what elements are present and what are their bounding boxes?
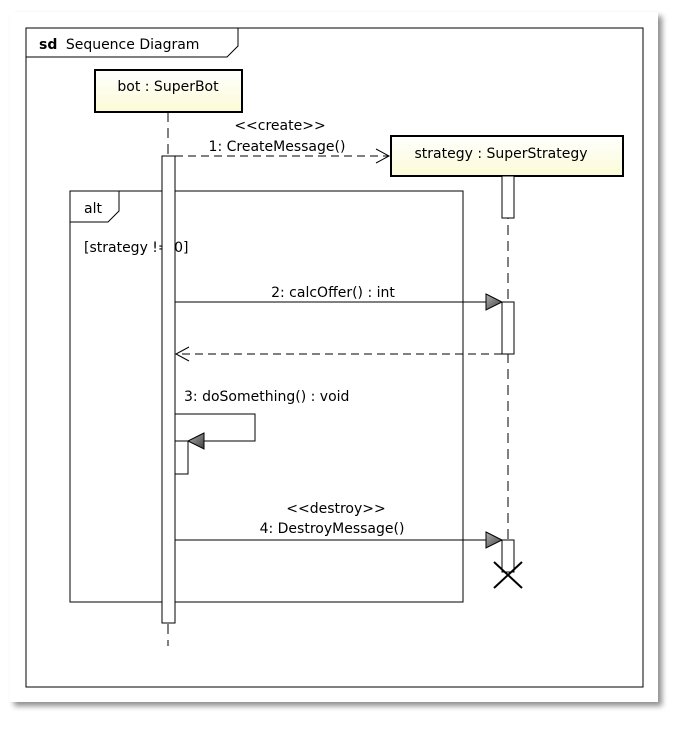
activation-bot: [161, 155, 176, 624]
lifeline-bot-label: bot : SuperBot: [117, 79, 219, 95]
message-dosomething: 3: doSomething() : void: [175, 389, 349, 450]
message-create-stereotype: <<create>>: [234, 118, 325, 134]
frame-name: Sequence Diagram: [66, 37, 200, 53]
message-calcoffer: 2: calcOffer() : int: [175, 285, 504, 311]
frame-keyword: sd: [39, 37, 57, 53]
message-create: <<create>> 1: CreateMessage(): [175, 118, 391, 164]
lifeline-bot: bot : SuperBot: [94, 69, 243, 646]
message-calcoffer-label: 2: calcOffer() : int: [271, 285, 395, 301]
message-destroy-stereotype: <<destroy>>: [286, 501, 386, 517]
self-call-arrowhead-icon: [186, 432, 205, 450]
lifeline-strategy-head: [390, 135, 624, 177]
message-return: [174, 346, 502, 362]
return-arrowhead-icon: [174, 346, 190, 362]
alt-operator: alt: [84, 201, 102, 217]
destroy-x-icon: [493, 561, 523, 589]
diagram-frame: sd Sequence Diagram: [25, 27, 644, 688]
lifeline-bot-head: [94, 69, 243, 113]
activation-strategy-2: [501, 301, 515, 355]
lifeline-strategy: strategy : SuperStrategy: [390, 135, 624, 589]
activation-bot-self: [174, 440, 189, 475]
activation-strategy-1: [501, 175, 515, 219]
open-arrowhead-icon: [375, 148, 391, 164]
frame-title: sd Sequence Diagram: [39, 37, 199, 53]
message-destroy: <<destroy>> 4: DestroyMessage(): [175, 501, 504, 549]
paper-background: [10, 12, 658, 702]
lifeline-strategy-label: strategy : SuperStrategy: [414, 146, 587, 162]
activation-strategy-3: [501, 539, 515, 573]
message-dosomething-label: 3: doSomething() : void: [184, 389, 349, 405]
message-destroy-label: 4: DestroyMessage(): [260, 521, 405, 537]
destroy-arrowhead-icon: [485, 531, 504, 549]
message-create-label: 1: CreateMessage(): [209, 139, 346, 155]
filled-arrowhead-icon: [485, 293, 504, 311]
